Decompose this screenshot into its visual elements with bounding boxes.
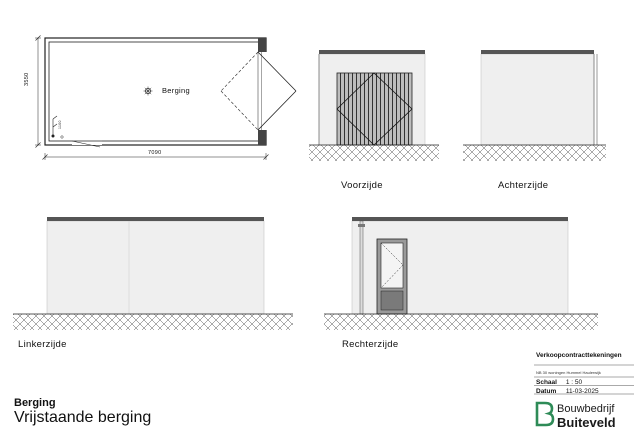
label-achterzijde: Achterzijde [498, 180, 549, 191]
scale-label: Schaal [536, 379, 557, 386]
date-label: Datum [536, 387, 557, 395]
elevation-front [309, 50, 439, 161]
dim-depth: 3550 [24, 72, 30, 86]
company-name-line2: Buiteveld [557, 415, 616, 430]
dim-width: 7090 [148, 150, 162, 156]
sheet-title: Verkoopcontracttekeningen [536, 352, 622, 359]
light-fixture-icon [143, 86, 153, 96]
titleblock-lines [534, 364, 634, 395]
project-description: Vrijstaande berging [14, 409, 152, 426]
dim-small: 1100 [58, 120, 62, 129]
scale-row: Schaal 1 : 50 [536, 379, 582, 386]
elevation-left [13, 217, 293, 330]
date-value: 11-03-2025 [565, 387, 599, 395]
date-row: Datum 11-03-2025 [536, 388, 599, 395]
label-rechterzijde: Rechterzijde [342, 339, 399, 350]
project-line: NB 30 woningen Hummel Haulerwijk [536, 370, 601, 375]
company-name-line1: Bouwbedrijf [557, 403, 615, 415]
elevation-right [324, 217, 598, 330]
switch-socket-icon [51, 115, 64, 139]
label-linkerzijde: Linkerzijde [18, 339, 67, 350]
scale-value: 1 : 50 [565, 379, 583, 386]
buiteveld-logo-icon [535, 401, 555, 427]
dimension-lines [35, 35, 269, 160]
label-voorzijde: Voorzijde [341, 180, 383, 191]
elevation-back [463, 50, 606, 161]
room-label: Berging [162, 86, 190, 95]
floor-plan [35, 35, 297, 160]
project-name: Berging [14, 397, 56, 409]
